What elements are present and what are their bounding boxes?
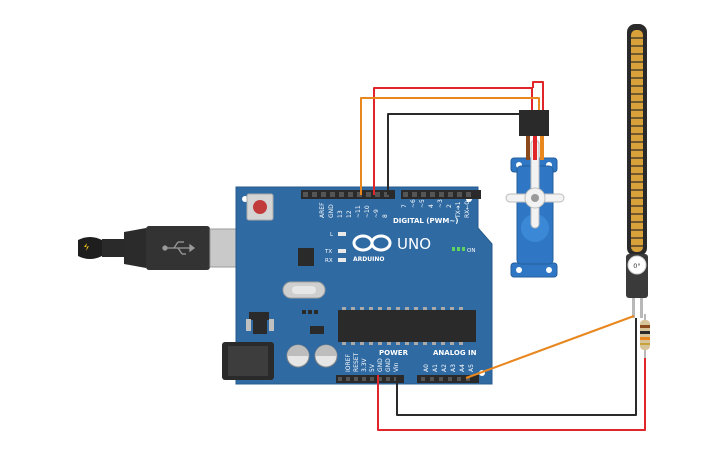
pin-label-3: ~3 — [437, 199, 444, 208]
voltage-regulator — [253, 320, 267, 334]
led-rx — [338, 258, 346, 262]
arduino-logo-icon — [352, 234, 392, 252]
power-header-title: POWER — [379, 349, 409, 357]
svg-text:3.3V: 3.3V — [361, 357, 368, 372]
pin-label-aref: AREF — [319, 202, 326, 218]
led-l-label: L — [330, 232, 334, 238]
led-rx-label: RX — [325, 258, 333, 264]
pin-label-gnd: GND — [328, 204, 335, 218]
icsp-header — [302, 310, 318, 314]
power-pin-labels: IOREF RESET 3.3V 5V GND GND Vin — [345, 352, 400, 372]
svg-text:A1: A1 — [432, 364, 439, 372]
reset-button-cap[interactable] — [253, 200, 267, 214]
wire-black-gnd-servo[interactable] — [387, 113, 525, 195]
pin-label-tx1: TX➔1 — [455, 201, 462, 219]
svg-text:RESET: RESET — [353, 352, 360, 372]
led-on-1 — [452, 247, 455, 251]
led-l — [338, 232, 346, 236]
brand-uno: UNO — [397, 235, 431, 253]
svg-text:GND: GND — [377, 358, 384, 372]
pin-label-11: ~11 — [355, 205, 362, 218]
led-tx-label: TX — [324, 249, 332, 255]
wire-red-5v-resistor[interactable] — [377, 358, 646, 431]
analog-pin-labels: A0 A1 A2 A3 A4 A5 — [423, 364, 475, 372]
led-on-3 — [462, 247, 465, 251]
pin-label-6: ~6 — [410, 199, 417, 208]
digital-pin-labels: AREF GND 13 12 ~11 ~10 ~9 8 7 ~6 ~5 4 ~3… — [319, 199, 471, 219]
pin-label-12: 12 — [346, 210, 353, 218]
pin-label-4: 4 — [428, 204, 435, 208]
pin-label-2: 2 — [446, 204, 453, 208]
wires — [360, 81, 646, 431]
pin-label-rx0: RX←0 — [464, 201, 471, 218]
flex-sensor[interactable]: 0° — [626, 24, 648, 318]
led-on-2 — [457, 247, 460, 251]
svg-text:Vin: Vin — [393, 362, 400, 372]
digital-header-title: DIGITAL (PWM~) — [393, 217, 458, 225]
wire-red-servo-stub[interactable] — [532, 81, 544, 110]
usb-cable[interactable] — [78, 226, 241, 270]
flex-angle-label: 0° — [633, 262, 640, 270]
small-ic — [310, 326, 324, 334]
brand-arduino: ARDUINO — [353, 256, 384, 263]
svg-text:A0: A0 — [423, 364, 430, 372]
resistor-body — [640, 320, 650, 350]
wire-orange-a0-flex[interactable] — [465, 315, 635, 379]
svg-text:A2: A2 — [441, 364, 448, 372]
pin-label-9: ~9 — [373, 209, 380, 218]
svg-text:A4: A4 — [459, 364, 466, 372]
arduino-uno-board[interactable]: AREF GND 13 12 ~11 ~10 ~9 8 7 ~6 ~5 4 ~3… — [222, 186, 493, 385]
wire-black-gnd-flex[interactable] — [396, 318, 637, 416]
wire-orange-pin11-servo[interactable] — [360, 97, 540, 195]
led-on-label: ON — [467, 248, 475, 254]
atmega-chip — [338, 310, 476, 342]
led-tx — [338, 249, 346, 253]
usb-port — [209, 228, 241, 268]
resistor[interactable] — [640, 314, 650, 358]
pin-label-10: ~10 — [364, 205, 371, 218]
digital-header-pins — [303, 192, 471, 197]
pin-label-8: 8 — [382, 214, 389, 218]
pin-label-7: 7 — [401, 204, 408, 208]
pin-label-5: ~5 — [419, 199, 426, 208]
svg-text:5V: 5V — [369, 363, 376, 372]
usb-chip — [298, 248, 314, 266]
svg-text:A3: A3 — [450, 364, 457, 372]
svg-text:A5: A5 — [468, 364, 475, 372]
usb-icon — [162, 241, 196, 255]
usb-cable-end — [78, 237, 102, 259]
servo-motor[interactable] — [505, 110, 565, 278]
wire-red-5v-servo[interactable] — [373, 87, 533, 195]
analog-header-title: ANALOG IN — [433, 349, 477, 357]
pin-label-13: 13 — [337, 210, 344, 218]
svg-text:IOREF: IOREF — [345, 354, 352, 372]
lightning-icon — [84, 243, 89, 251]
usb-cable-body — [102, 239, 124, 257]
svg-text:GND: GND — [385, 358, 392, 372]
flex-angle-badge — [627, 255, 647, 275]
